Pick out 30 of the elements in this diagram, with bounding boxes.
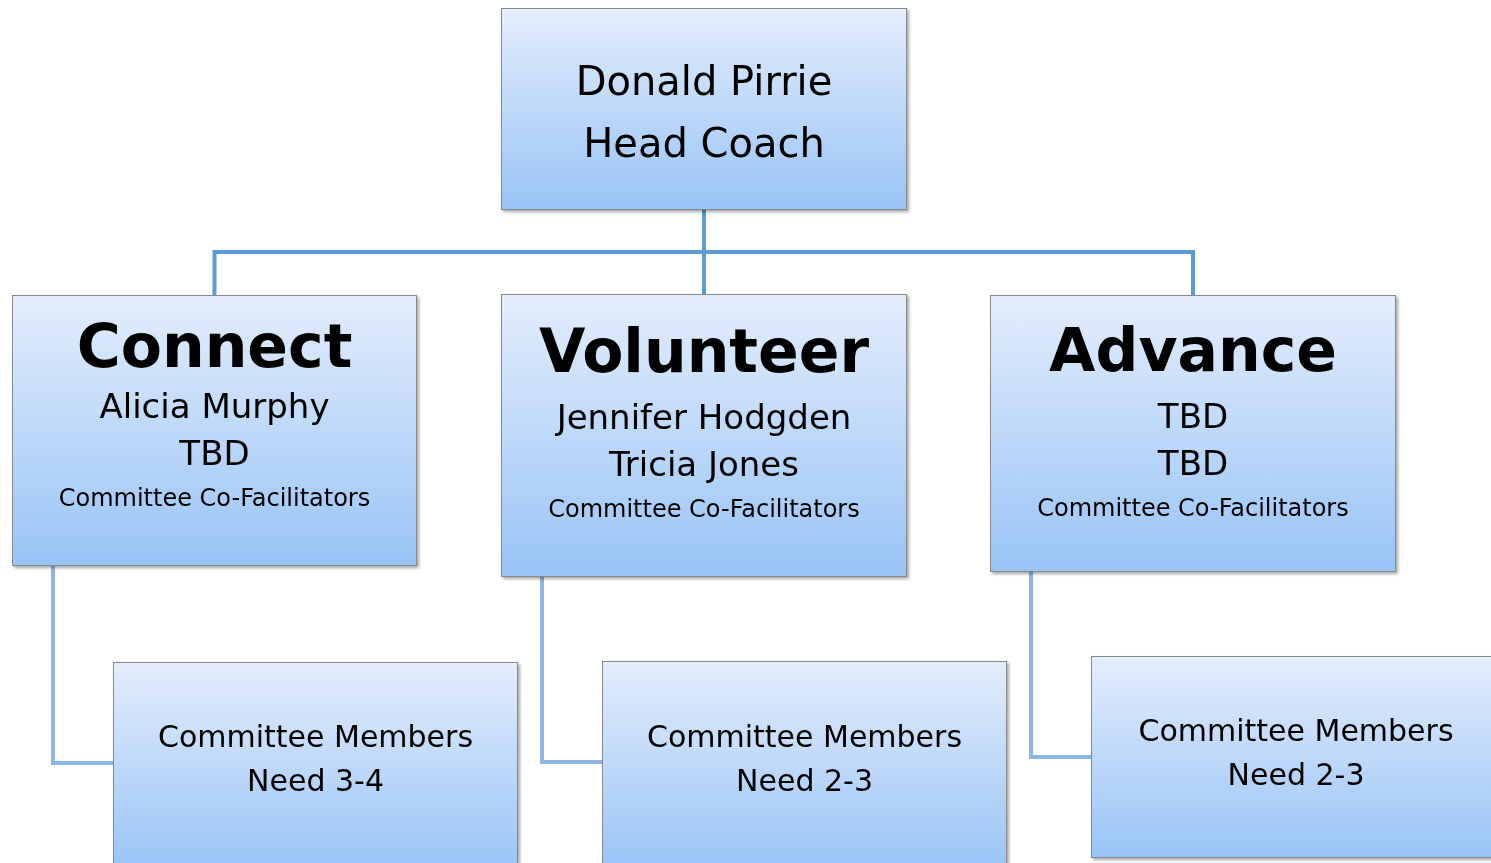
committee-heading: Advance xyxy=(1049,314,1337,386)
box-text: Jennifer Hodgden xyxy=(556,397,852,438)
box-text: Committee Members xyxy=(646,719,963,755)
box-text: Need 2-3 xyxy=(1227,757,1365,793)
box-text: TBD xyxy=(179,432,250,474)
org-box xyxy=(990,295,1396,572)
org-box xyxy=(602,661,1007,863)
org-box xyxy=(501,8,907,210)
box-text: Need 3-4 xyxy=(247,763,384,799)
org-box xyxy=(501,294,907,577)
committee-heading: Volunteer xyxy=(539,315,869,387)
box-text: Tricia Jones xyxy=(609,443,799,485)
box-text: Need 2-3 xyxy=(736,763,873,799)
box-text: Donald Pirrie xyxy=(575,57,833,105)
connector-line xyxy=(540,577,602,764)
role-text: Committee Co-Facilitators xyxy=(548,494,860,524)
org-box xyxy=(113,662,518,863)
connector-line xyxy=(51,566,113,765)
role-text: Committee Co-Facilitators xyxy=(58,483,371,513)
org-box xyxy=(12,295,417,566)
committee-heading: Connect xyxy=(76,310,353,382)
box-text: Committee Members xyxy=(1138,713,1454,749)
box-text: Head Coach xyxy=(583,119,825,167)
box-text: Committee Members xyxy=(157,719,474,755)
box-text: Alicia Murphy xyxy=(99,386,330,427)
box-text: TBD xyxy=(1157,442,1229,484)
org-box xyxy=(1091,656,1491,858)
box-text: TBD xyxy=(1157,396,1229,437)
role-text: Committee Co-Facilitators xyxy=(1037,493,1349,523)
connector-line xyxy=(1029,572,1091,759)
